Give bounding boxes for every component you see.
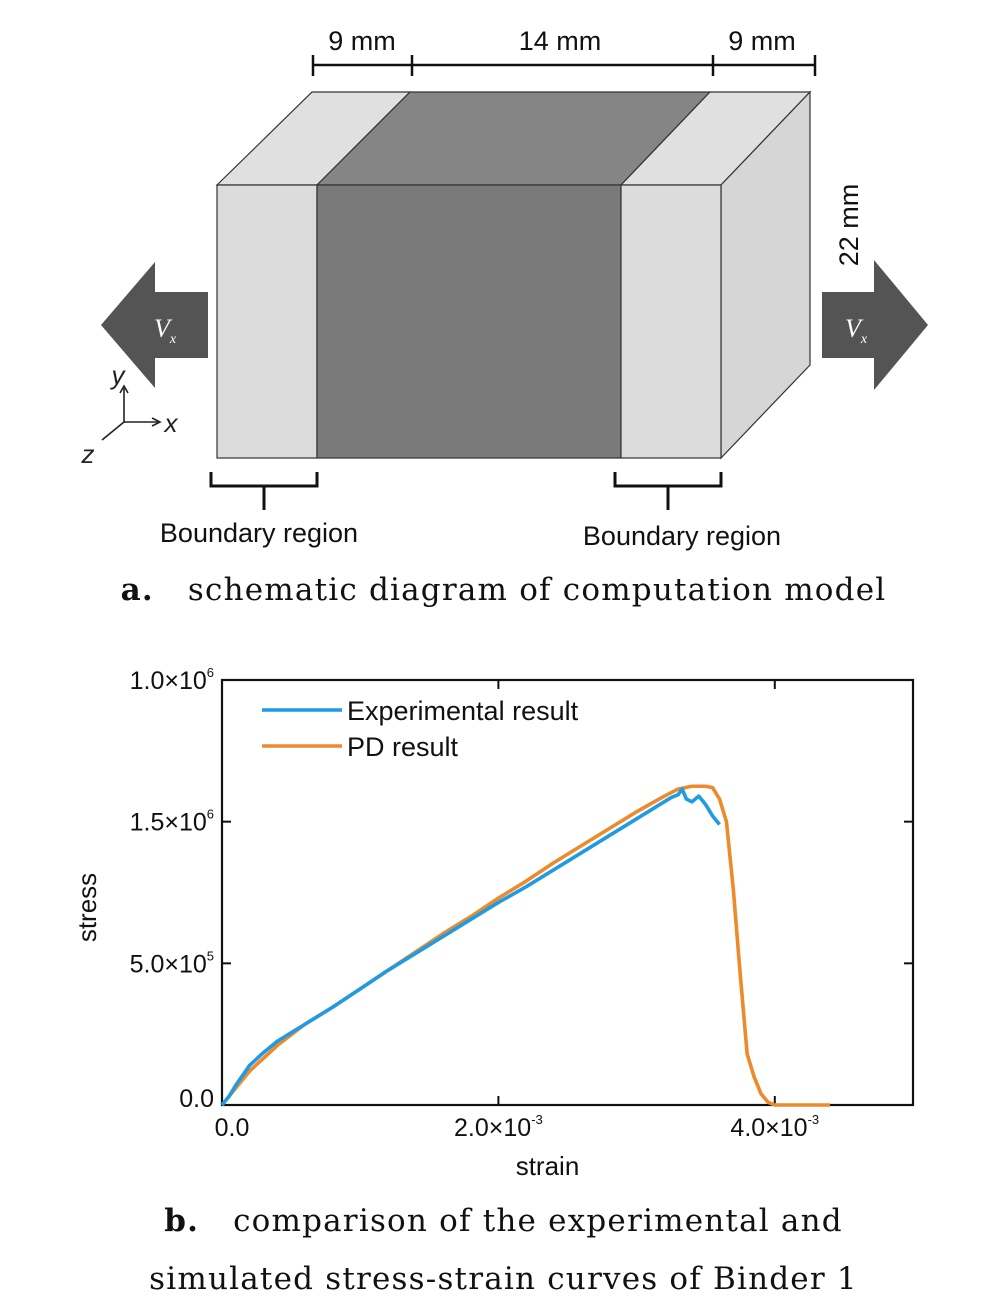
dimension-height-label: 22 mm — [834, 184, 864, 267]
coordinate-axes — [101, 384, 162, 441]
dimension-middle-label: 14 mm — [519, 26, 602, 56]
plot-frame — [220, 678, 915, 1107]
axis-z-label: z — [81, 439, 95, 469]
x-tick-label: 4.0×10-3 — [730, 1112, 819, 1142]
y-tick-label: 0.0 — [179, 1085, 214, 1113]
front-face-left-boundary — [216, 184, 318, 459]
computation-model-schematic: 9 mm 14 mm 9 mm 22 mm Vx Vx y x z — [81, 26, 928, 551]
dimension-right-label: 9 mm — [728, 26, 796, 56]
caption-a-label: a. — [120, 572, 154, 608]
left-velocity-arrow: Vx — [101, 262, 208, 388]
front-face-right-boundary — [620, 184, 722, 459]
y-tick-label: 1.0×106 — [130, 665, 214, 695]
axis-x-label: x — [163, 408, 179, 438]
x-axis-label: strain — [516, 1151, 580, 1181]
caption-b-line2: simulated stress-strain curves of Binder… — [149, 1261, 858, 1297]
top-dimension-line — [311, 55, 817, 76]
caption-b-label: b. — [164, 1203, 200, 1239]
series-line-pd-result — [220, 784, 831, 1107]
right-boundary-bracket — [613, 472, 723, 510]
y-tick-label: 5.0×105 — [130, 948, 214, 978]
caption-b-line1: b. comparison of the experimental and — [0, 1203, 1007, 1239]
dimension-left-label: 9 mm — [328, 26, 396, 56]
caption-a: a. schematic diagram of computation model — [0, 572, 1007, 608]
axis-y-label: y — [110, 360, 127, 390]
left-arrow-label: Vx — [154, 314, 177, 347]
y-tick-label: 1.5×106 — [130, 807, 214, 837]
caption-a-text: schematic diagram of computation model — [187, 572, 887, 608]
caption-b-text-line1: comparison of the experimental and — [233, 1203, 843, 1239]
y-axis-label: stress — [72, 873, 102, 942]
right-boundary-label: Boundary region — [583, 521, 781, 551]
x-tick-label: 0.0 — [215, 1114, 250, 1142]
x-tick-label: 2.0×10-3 — [454, 1112, 543, 1142]
series-line-experimental-result — [220, 787, 721, 1107]
legend-label: PD result — [347, 732, 459, 762]
model-block — [215, 90, 812, 460]
left-boundary-bracket — [209, 472, 319, 510]
right-arrow-label: Vx — [845, 314, 868, 347]
front-face-core — [316, 184, 622, 459]
right-velocity-arrow: Vx — [822, 260, 928, 390]
legend-label: Experimental result — [347, 696, 579, 726]
left-boundary-label: Boundary region — [160, 518, 358, 548]
stress-strain-chart: 0.0 2.0×10-3 4.0×10-3 0.0 5.0×105 1.5×106 1.0×… — [72, 665, 915, 1181]
